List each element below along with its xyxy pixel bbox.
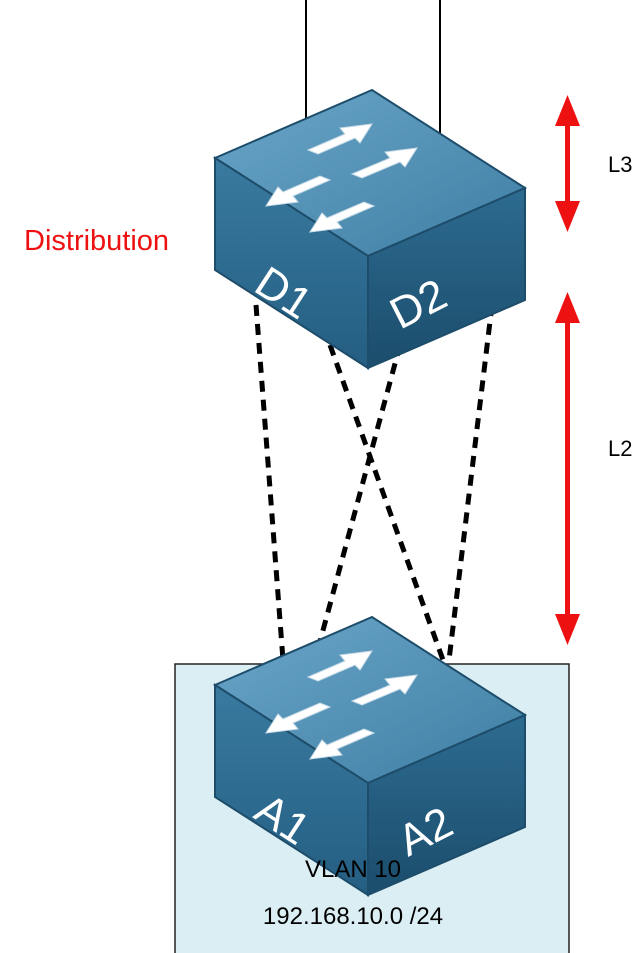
link-d2-a2	[446, 304, 495, 661]
distribution-label: Distribution	[24, 225, 169, 257]
vlan-name: VLAN 10	[305, 856, 401, 883]
l3-label: L3	[608, 152, 632, 177]
l3-arrow-down-head	[555, 201, 580, 232]
l2-arrow	[555, 292, 580, 645]
distribution-switch: D1 D2	[212, 88, 528, 370]
l2-links	[253, 304, 495, 661]
l2-arrow-up-head	[555, 292, 580, 323]
l3-arrow-up-head	[555, 95, 580, 126]
access-switch-arrows-icon	[265, 650, 418, 760]
l2-label: L2	[608, 436, 632, 461]
l3-arrow	[555, 95, 580, 232]
distribution-switch-arrows-icon	[265, 123, 418, 233]
distribution-switch-right-face	[367, 186, 526, 370]
l2-arrow-down-head	[555, 614, 580, 645]
access-switch: A1 A2	[212, 615, 528, 897]
link-d2-a1	[312, 344, 403, 661]
link-d1-a2	[327, 344, 446, 661]
link-d1-a1	[253, 304, 286, 661]
access-switch-right-face	[367, 713, 526, 897]
vlan-subnet: 192.168.10.0 /24	[263, 903, 443, 930]
